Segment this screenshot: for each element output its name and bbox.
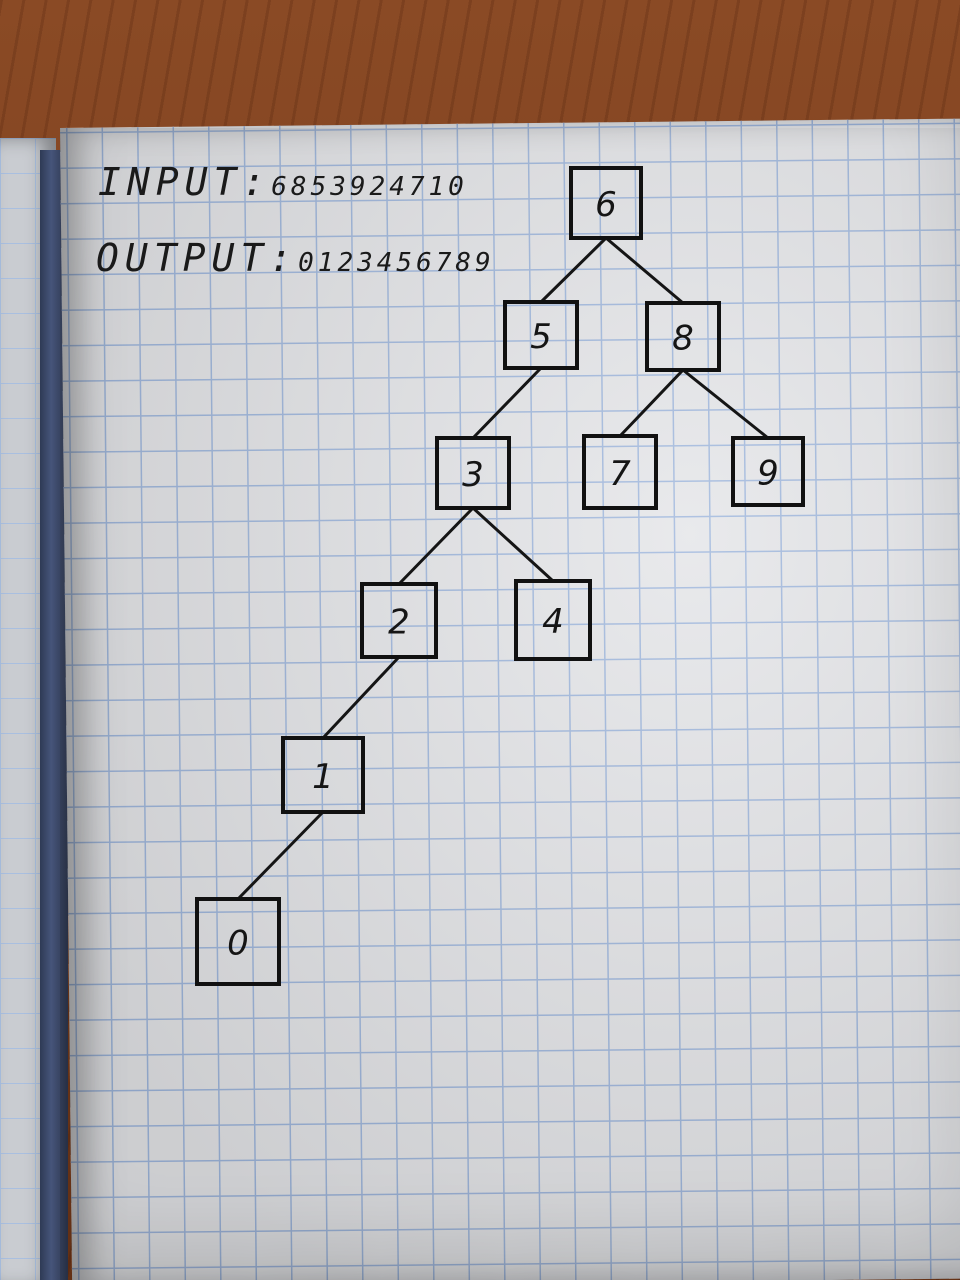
node-box-0: [195, 897, 281, 986]
node-label-8: 8: [672, 319, 694, 359]
node-box-8: [645, 301, 721, 372]
tree-node-9: 9: [731, 436, 805, 507]
output-label: OUTPUT:: [96, 236, 299, 280]
tree-node-3: 3: [435, 436, 511, 510]
node-label-6: 6: [595, 185, 617, 225]
node-label-9: 9: [757, 454, 779, 494]
node-label-5: 5: [530, 317, 552, 357]
node-box-6: [569, 166, 643, 240]
tree-node-2: 2: [360, 582, 438, 659]
node-label-7: 7: [609, 454, 631, 494]
edge-3-2: [397, 506, 475, 586]
input-line: INPUT:6853924710: [98, 160, 468, 204]
node-label-4: 4: [542, 602, 564, 642]
node-box-3: [435, 436, 511, 510]
node-box-1: [281, 736, 365, 814]
output-line: OUTPUT:0123456789: [96, 236, 495, 280]
edge-3-4: [471, 506, 555, 583]
node-box-2: [360, 582, 438, 659]
tree-node-7: 7: [582, 434, 658, 510]
node-box-7: [582, 434, 658, 510]
node-label-0: 0: [227, 924, 249, 964]
tree-node-6: 6: [569, 166, 643, 240]
node-box-4: [514, 579, 592, 661]
tree-node-8: 8: [645, 301, 721, 372]
node-label-3: 3: [462, 455, 484, 495]
tree-node-1: 1: [281, 736, 365, 814]
edge-6-5: [539, 236, 608, 304]
node-label-1: 1: [312, 757, 334, 797]
input-label: INPUT:: [98, 160, 272, 204]
node-box-9: [731, 436, 805, 507]
edge-5-3: [471, 366, 543, 440]
input-value: 6853924710: [271, 172, 468, 202]
output-value: 0123456789: [298, 248, 495, 278]
tree-node-5: 5: [503, 300, 579, 370]
edge-8-7: [618, 368, 685, 438]
edge-6-8: [604, 236, 685, 305]
node-box-5: [503, 300, 579, 370]
tree-node-0: 0: [195, 897, 281, 986]
node-label-2: 2: [388, 603, 410, 643]
edge-1-0: [236, 810, 325, 901]
edge-2-1: [321, 655, 401, 740]
edge-8-9: [681, 368, 770, 440]
tree-node-4: 4: [514, 579, 592, 661]
